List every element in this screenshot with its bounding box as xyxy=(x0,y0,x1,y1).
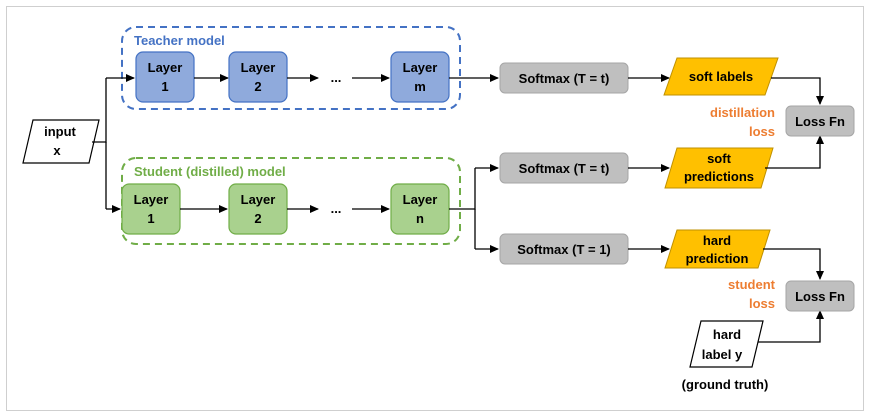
soft-labels-node: soft labels xyxy=(663,57,779,96)
svg-text:n: n xyxy=(416,211,424,226)
svg-text:Layer: Layer xyxy=(148,60,183,75)
svg-text:1: 1 xyxy=(161,79,168,94)
distillation-loss-line1: distillation xyxy=(710,105,775,120)
svg-text:Softmax (T = 1): Softmax (T = 1) xyxy=(517,242,611,257)
svg-text:hard: hard xyxy=(703,233,731,248)
input-label-line2: x xyxy=(53,143,61,158)
student-layer-1: Layer 1 xyxy=(121,183,181,235)
svg-text:2: 2 xyxy=(254,211,261,226)
svg-text:Layer: Layer xyxy=(241,60,276,75)
soft-predictions-node: soft predictions xyxy=(664,147,774,189)
loss-fn-top: Loss Fn xyxy=(785,105,855,137)
svg-text:Layer: Layer xyxy=(403,60,438,75)
svg-text:predictions: predictions xyxy=(684,169,754,184)
ground-truth-caption: (ground truth) xyxy=(682,377,769,392)
softmax-teacher: Softmax (T = t) xyxy=(499,62,629,94)
hard-prediction-node: hard prediction xyxy=(664,229,771,269)
input-label-line1: input xyxy=(44,124,76,139)
svg-text:hard: hard xyxy=(713,327,741,342)
softmax-student-soft: Softmax (T = t) xyxy=(499,152,629,184)
distillation-loss-line2: loss xyxy=(749,124,775,139)
svg-text:Layer: Layer xyxy=(134,192,169,207)
loss-fn-bottom: Loss Fn xyxy=(785,280,855,312)
svg-text:Loss Fn: Loss Fn xyxy=(795,289,845,304)
student-layer-n: Layer n xyxy=(390,183,450,235)
svg-text:Softmax (T = t): Softmax (T = t) xyxy=(519,71,610,86)
svg-text:label y: label y xyxy=(702,347,743,362)
teacher-ellipsis: ... xyxy=(331,70,342,85)
hard-label-node: hard label y xyxy=(689,320,764,368)
svg-text:Softmax (T = t): Softmax (T = t) xyxy=(519,161,610,176)
student-model-title: Student (distilled) model xyxy=(134,164,286,179)
svg-text:m: m xyxy=(414,79,426,94)
svg-text:2: 2 xyxy=(254,79,261,94)
teacher-layer-m: Layer m xyxy=(390,51,450,103)
input-node: input x xyxy=(22,119,100,164)
svg-text:Layer: Layer xyxy=(241,192,276,207)
student-layer-2: Layer 2 xyxy=(228,183,288,235)
teacher-layer-2: Layer 2 xyxy=(228,51,288,103)
svg-text:Layer: Layer xyxy=(403,192,438,207)
svg-text:soft labels: soft labels xyxy=(689,69,753,84)
student-ellipsis: ... xyxy=(331,201,342,216)
diagram-frame xyxy=(6,6,864,411)
student-loss-line1: student xyxy=(728,277,776,292)
softmax-student-hard: Softmax (T = 1) xyxy=(499,233,629,265)
svg-text:prediction: prediction xyxy=(686,251,749,266)
svg-text:1: 1 xyxy=(147,211,154,226)
svg-text:Loss Fn: Loss Fn xyxy=(795,114,845,129)
student-loss-line2: loss xyxy=(749,296,775,311)
teacher-layer-1: Layer 1 xyxy=(135,51,195,103)
svg-text:soft: soft xyxy=(707,151,732,166)
teacher-model-title: Teacher model xyxy=(134,33,225,48)
